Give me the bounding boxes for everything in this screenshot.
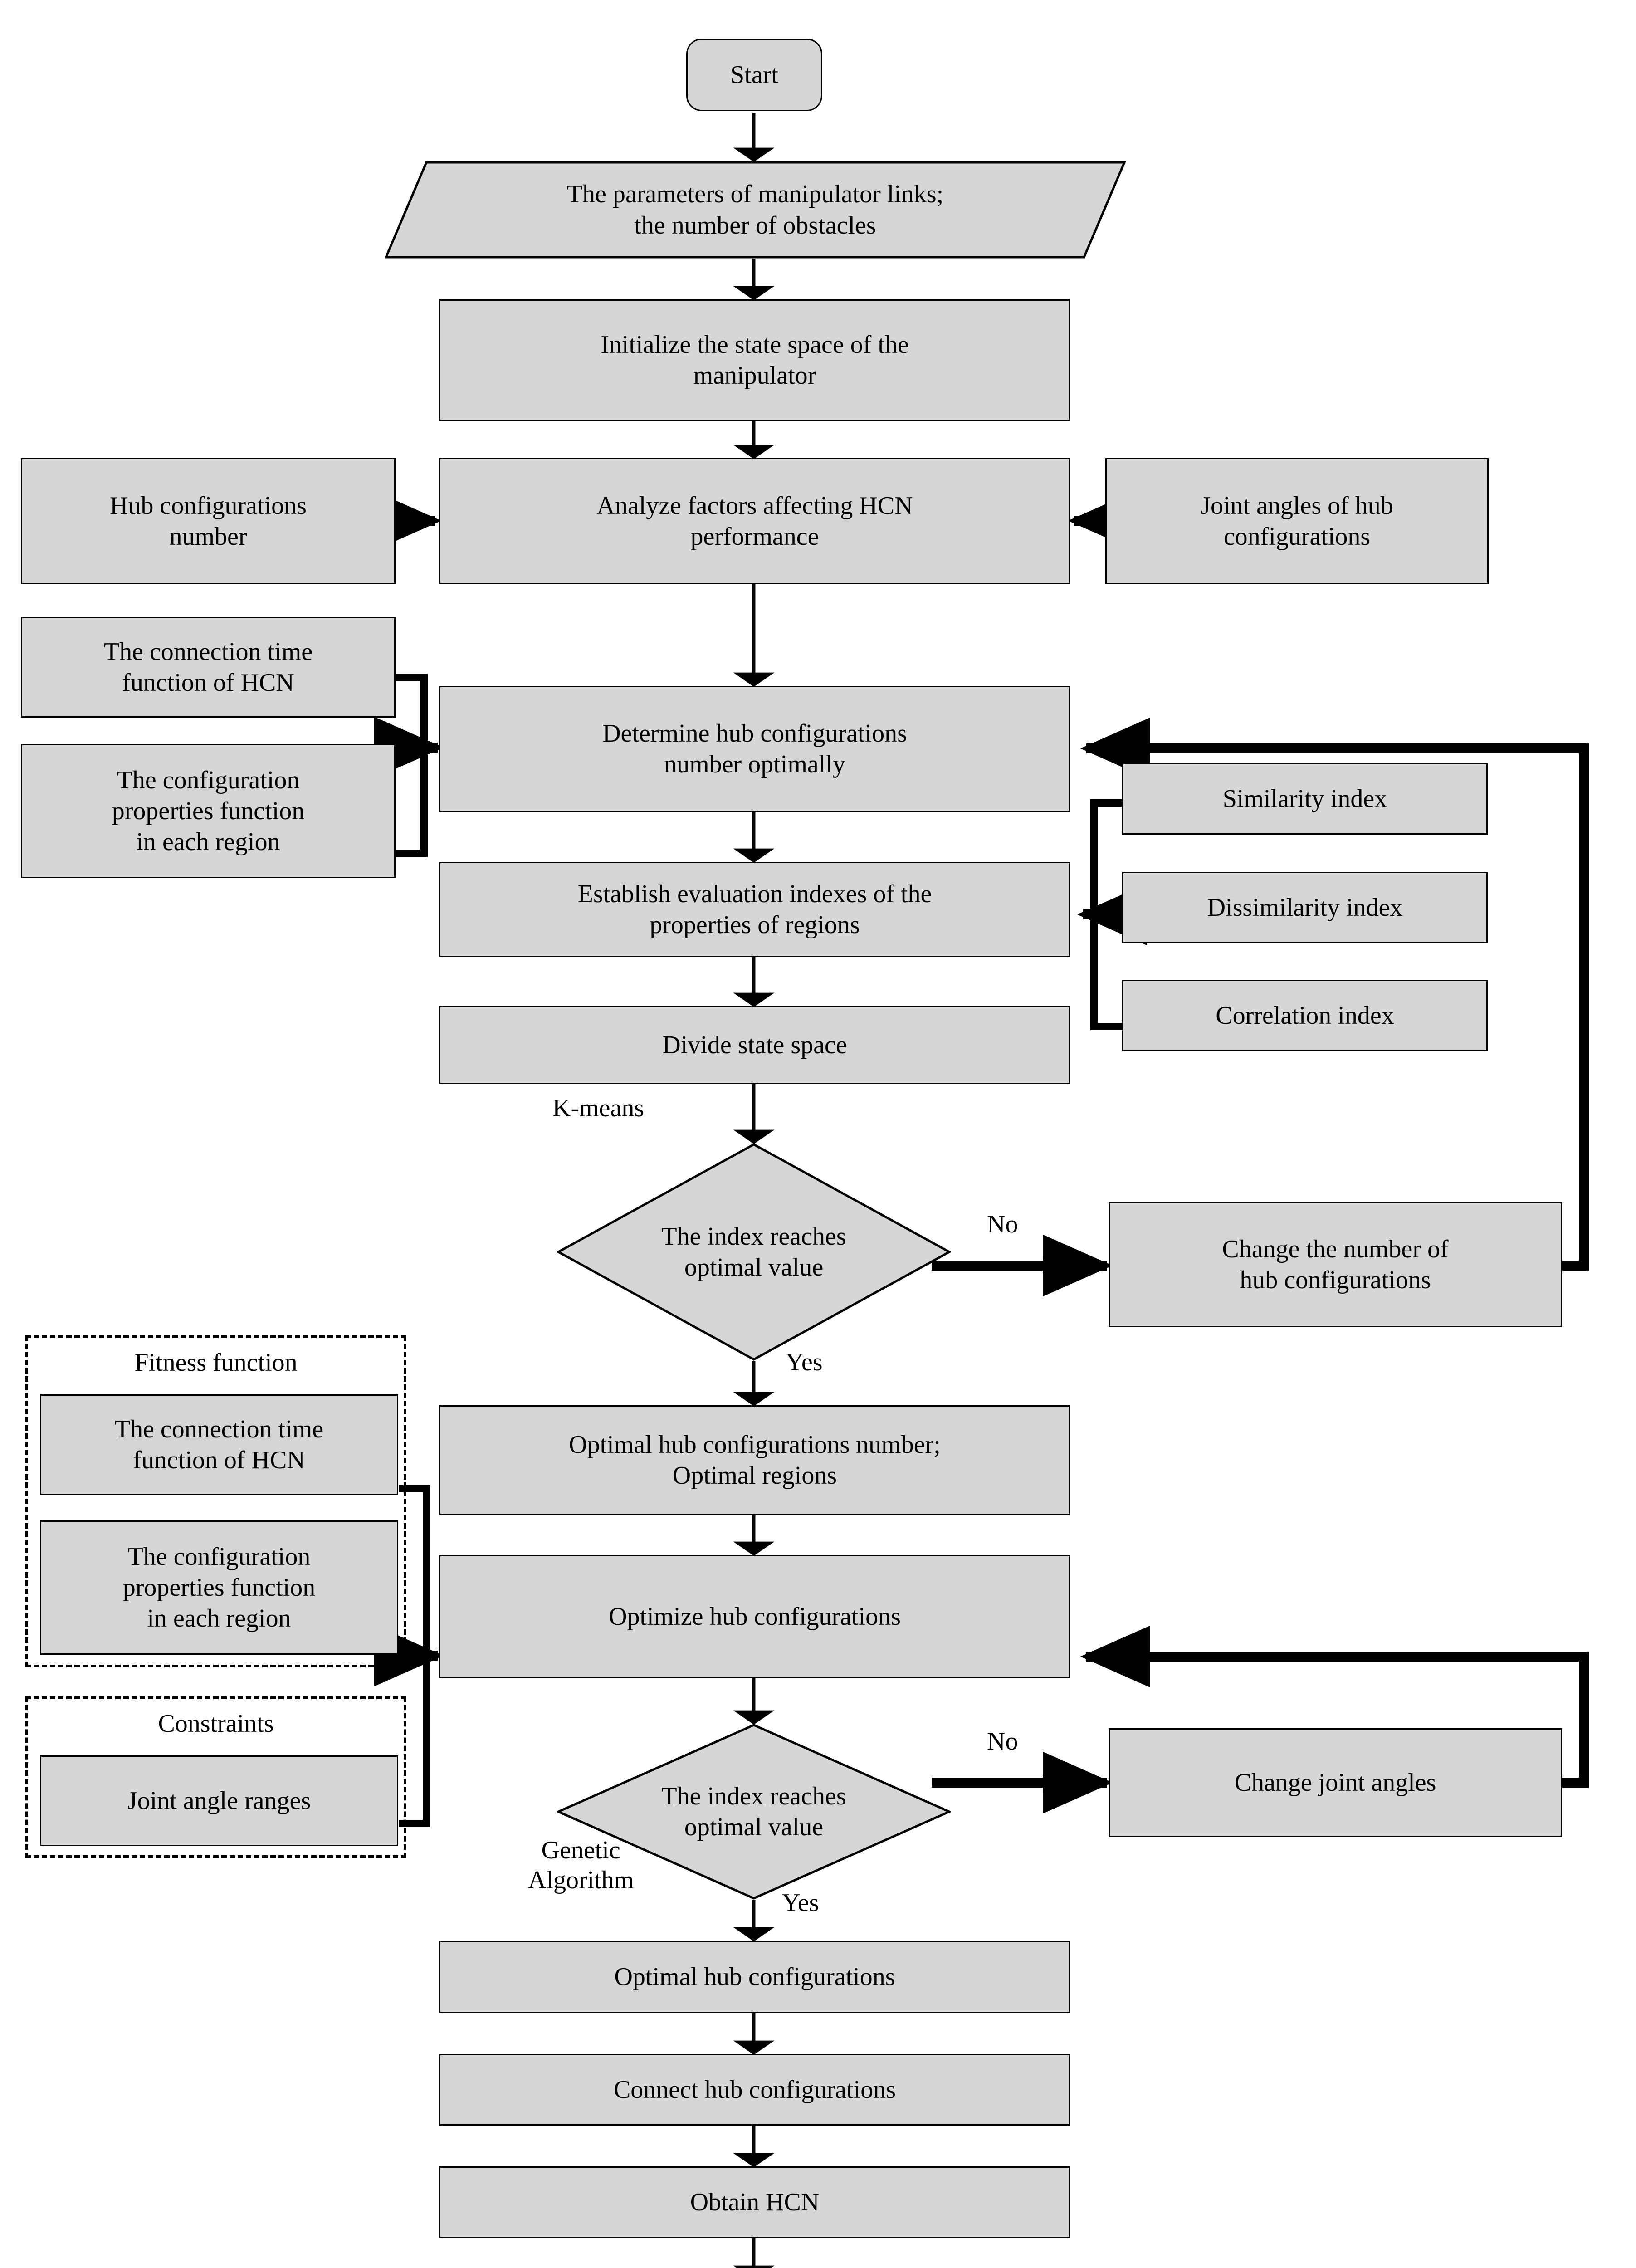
node-start[interactable]: Start: [686, 39, 822, 111]
node-joint-angles-hub-label: Joint angles of hub configurations: [1201, 491, 1393, 551]
node-decision-index-2[interactable]: The index reaches optimal value: [557, 1724, 951, 1900]
group-fitness-function-title: Fitness function: [134, 1349, 298, 1377]
node-decision-index-2-label: The index reaches optimal value: [661, 1782, 846, 1841]
node-joint-angle-ranges[interactable]: Joint angle ranges: [40, 1755, 398, 1846]
node-obtain-hcn[interactable]: Obtain HCN: [439, 2166, 1070, 2238]
node-dissimilarity-index[interactable]: Dissimilarity index: [1122, 872, 1488, 943]
node-establish-indexes[interactable]: Establish evaluation indexes of the prop…: [439, 862, 1070, 957]
node-optimal-hub-configs[interactable]: Optimal hub configurations: [439, 1941, 1070, 2013]
node-config-properties-function-label: The configuration properties function in…: [112, 766, 305, 856]
edge-label-yes-2: Yes: [782, 1889, 819, 1917]
node-similarity-index[interactable]: Similarity index: [1122, 763, 1488, 835]
node-optimal-hub-configs-label: Optimal hub configurations: [614, 1962, 895, 1991]
diamond-shape: [557, 1724, 951, 1900]
node-connection-time-function[interactable]: The connection time function of HCN: [21, 617, 396, 718]
node-change-hub-number-label: Change the number of hub configurations: [1222, 1235, 1449, 1294]
node-joint-angle-ranges-label: Joint angle ranges: [127, 1786, 311, 1815]
node-hub-config-number-label: Hub configurations number: [110, 491, 307, 551]
node-inputs[interactable]: The parameters of manipulator links; the…: [385, 161, 1126, 259]
node-fitness-config-properties[interactable]: The configuration properties function in…: [40, 1520, 398, 1655]
node-fitness-connection-time-label: The connection time function of HCN: [114, 1415, 324, 1474]
node-decision-index-1[interactable]: The index reaches optimal value: [557, 1143, 951, 1361]
edge-label-kmeans: K-means: [552, 1094, 645, 1122]
node-joint-angles-hub[interactable]: Joint angles of hub configurations: [1105, 458, 1489, 584]
group-fitness-function: [25, 1335, 406, 1667]
node-inputs-label: The parameters of manipulator links; the…: [566, 180, 944, 240]
node-change-hub-number[interactable]: Change the number of hub configurations: [1109, 1202, 1562, 1327]
node-connection-time-function-label: The connection time function of HCN: [103, 637, 313, 697]
node-optimize-hub-configs[interactable]: Optimize hub configurations: [439, 1555, 1070, 1678]
edge-label-no-1: No: [987, 1210, 1018, 1238]
node-fitness-config-properties-label: The configuration properties function in…: [122, 1542, 316, 1633]
node-determine-hub-number-label: Determine hub configurations number opti…: [602, 719, 907, 778]
node-change-joint-angles-label: Change joint angles: [1234, 1768, 1436, 1797]
node-connect-hub-configs[interactable]: Connect hub configurations: [439, 2054, 1070, 2126]
node-correlation-index-label: Correlation index: [1216, 1001, 1394, 1030]
node-optimize-hub-configs-label: Optimize hub configurations: [609, 1602, 901, 1631]
node-change-joint-angles[interactable]: Change joint angles: [1109, 1728, 1562, 1837]
node-divide-state-space-label: Divide state space: [662, 1031, 847, 1059]
node-similarity-index-label: Similarity index: [1222, 784, 1387, 813]
parallelogram-shape: [385, 161, 1126, 259]
node-hub-config-number[interactable]: Hub configurations number: [21, 458, 396, 584]
edge-label-yes-1: Yes: [786, 1348, 823, 1376]
diamond-shape: [557, 1143, 951, 1361]
node-analyze-factors[interactable]: Analyze factors affecting HCN performanc…: [439, 458, 1070, 584]
node-decision-index-1-label: The index reaches optimal value: [661, 1222, 846, 1281]
node-obtain-hcn-label: Obtain HCN: [690, 2188, 820, 2216]
node-init-state-space-label: Initialize the state space of the manipu…: [601, 330, 909, 390]
node-init-state-space[interactable]: Initialize the state space of the manipu…: [439, 299, 1070, 421]
node-fitness-connection-time[interactable]: The connection time function of HCN: [40, 1394, 398, 1495]
group-constraints: [25, 1696, 406, 1858]
node-divide-state-space[interactable]: Divide state space: [439, 1006, 1070, 1084]
edge-label-genetic-algorithm: Genetic Algorithm: [528, 1836, 634, 1895]
node-analyze-factors-label: Analyze factors affecting HCN performanc…: [596, 491, 913, 551]
node-config-properties-function[interactable]: The configuration properties function in…: [21, 744, 396, 878]
group-constraints-title: Constraints: [158, 1710, 274, 1738]
node-connect-hub-configs-label: Connect hub configurations: [613, 2075, 896, 2104]
node-optimal-number-regions-label: Optimal hub configurations number; Optim…: [569, 1430, 941, 1490]
node-determine-hub-number[interactable]: Determine hub configurations number opti…: [439, 686, 1070, 812]
edge-label-no-2: No: [987, 1727, 1018, 1755]
node-establish-indexes-label: Establish evaluation indexes of the prop…: [577, 880, 932, 939]
node-dissimilarity-index-label: Dissimilarity index: [1207, 893, 1403, 922]
node-start-label: Start: [730, 60, 778, 89]
node-optimal-number-regions[interactable]: Optimal hub configurations number; Optim…: [439, 1405, 1070, 1515]
node-correlation-index[interactable]: Correlation index: [1122, 980, 1488, 1051]
